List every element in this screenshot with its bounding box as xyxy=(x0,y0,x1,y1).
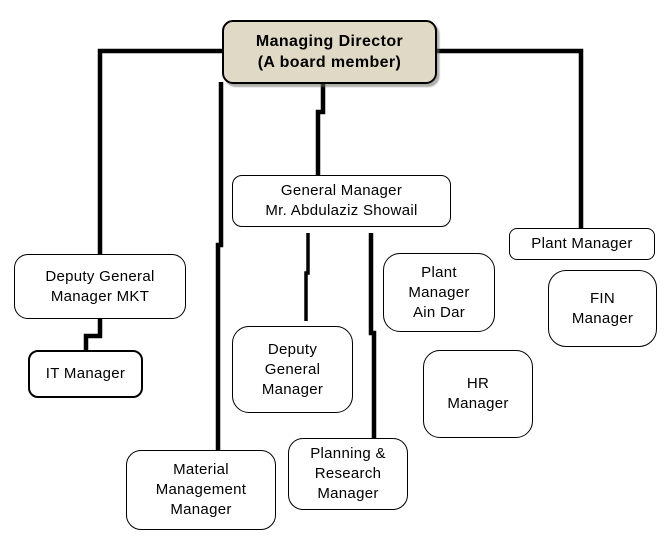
node-planning-research-manager: Planning & Research Manager xyxy=(288,438,408,510)
connector-gm-to-deputy-general-manager xyxy=(304,233,310,321)
node-material-management-manager-label: Material Management Manager xyxy=(155,461,247,518)
connector-md-to-plant-manager xyxy=(435,48,584,230)
node-plant-manager-label: Plant Manager xyxy=(531,235,633,252)
node-plant-manager-ain-dar-label: Plant Manager Ain Dar xyxy=(408,263,470,321)
node-hr-manager: HR Manager xyxy=(423,350,533,438)
node-deputy-general-manager-label: Deputy General Manager xyxy=(261,340,324,398)
node-managing-director-label: Managing Director (A board member) xyxy=(255,33,404,71)
node-plant-manager-ain-dar: Plant Manager Ain Dar xyxy=(383,253,495,332)
node-deputy-gm-mkt: Deputy General Manager MKT xyxy=(14,254,186,319)
node-fin-manager-label: FIN Manager xyxy=(571,289,634,327)
node-it-manager-label: IT Manager xyxy=(45,365,126,382)
node-general-manager: General Manager Mr. Abdulaziz Showail xyxy=(232,175,451,227)
node-hr-manager-label: HR Manager xyxy=(447,375,509,412)
node-plant-manager: Plant Manager xyxy=(509,228,655,260)
node-managing-director: Managing Director (A board member) xyxy=(222,20,437,84)
node-material-management-manager: Material Management Manager xyxy=(126,450,276,530)
node-it-manager: IT Manager xyxy=(28,350,143,398)
node-deputy-gm-mkt-label: Deputy General Manager MKT xyxy=(45,267,155,305)
node-planning-research-manager-label: Planning & Research Manager xyxy=(310,445,386,502)
connector-deputy-mkt-to-it-manager xyxy=(83,317,103,352)
node-deputy-general-manager: Deputy General Manager xyxy=(232,326,353,413)
connector-md-to-general-manager xyxy=(315,82,326,177)
connector-md-to-material-manager xyxy=(215,82,224,452)
connector-gm-to-planning-research xyxy=(368,233,377,440)
connector-md-to-deputy-gm-mkt xyxy=(97,48,224,256)
connector-group xyxy=(83,48,584,452)
node-general-manager-label: General Manager Mr. Abdulaziz Showail xyxy=(265,182,418,219)
node-fin-manager: FIN Manager xyxy=(548,270,657,347)
